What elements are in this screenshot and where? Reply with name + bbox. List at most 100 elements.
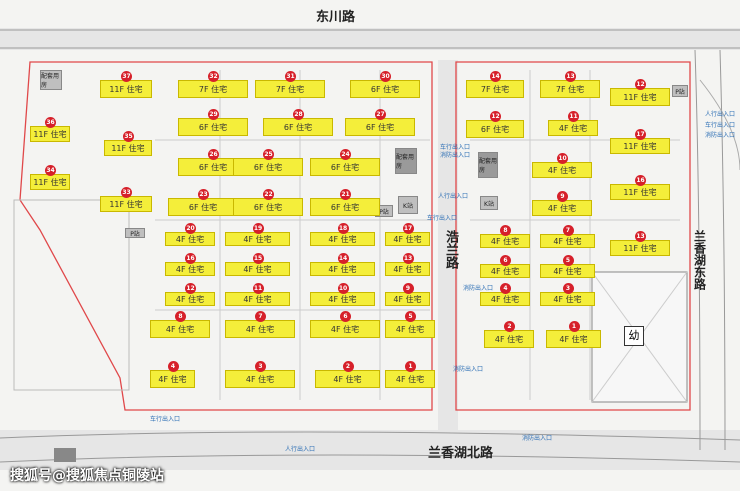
residential-building[interactable]: 7F 住宅	[255, 80, 325, 98]
building-label: 4F 住宅	[393, 294, 422, 304]
residential-building[interactable]: 4F 住宅	[540, 264, 595, 278]
residential-building[interactable]: 11F 住宅	[610, 88, 670, 106]
gate-vehicle-center: 车行出入口	[427, 215, 458, 222]
residential-building[interactable]: 11F 住宅	[30, 174, 70, 190]
residential-building[interactable]: 4F 住宅	[532, 200, 592, 216]
residential-building[interactable]: 7F 住宅	[466, 80, 524, 98]
gate-pedestrian-1: 人行出入口	[438, 193, 469, 200]
building-label: 4F 住宅	[165, 324, 195, 334]
residential-building[interactable]: 4F 住宅	[385, 370, 435, 388]
facility-k-center: K站	[398, 196, 418, 214]
building-number-pin: 37	[121, 71, 132, 82]
residential-building[interactable]: 4F 住宅	[540, 292, 595, 306]
residential-building[interactable]: 6F 住宅	[233, 198, 303, 216]
residential-building[interactable]: 6F 住宅	[350, 80, 420, 98]
building-number-pin: 19	[252, 223, 264, 234]
road-label-south: 兰香湖北路	[428, 446, 494, 461]
building-label: 11F 住宅	[623, 141, 657, 151]
residential-building[interactable]: 4F 住宅	[385, 262, 430, 276]
gate-pedestrian-south: 人行出入口	[285, 446, 316, 453]
building-label: 11F 住宅	[33, 177, 67, 187]
building-label: 4F 住宅	[395, 324, 425, 334]
building-label: 4F 住宅	[245, 324, 275, 334]
residential-building[interactable]: 4F 住宅	[150, 320, 210, 338]
residential-building[interactable]: 6F 住宅	[178, 118, 248, 136]
building-number-pin: 3	[562, 283, 574, 294]
residential-building[interactable]: 4F 住宅	[385, 292, 430, 306]
building-label: 4F 住宅	[393, 234, 422, 244]
residential-building[interactable]: 4F 住宅	[385, 232, 430, 246]
building-label: 11F 住宅	[623, 243, 657, 253]
residential-building[interactable]: 6F 住宅	[310, 198, 380, 216]
residential-building[interactable]: 6F 住宅	[168, 198, 238, 216]
residential-building[interactable]: 4F 住宅	[225, 232, 290, 246]
residential-building[interactable]: 7F 住宅	[540, 80, 600, 98]
residential-building[interactable]: 4F 住宅	[165, 232, 215, 246]
building-label: 4F 住宅	[558, 123, 588, 133]
gate-vehicle-east: 车行出入口	[705, 122, 736, 129]
residential-building[interactable]: 11F 住宅	[100, 196, 152, 212]
building-label: 6F 住宅	[188, 202, 218, 212]
residential-building[interactable]: 6F 住宅	[233, 158, 303, 176]
building-label: 4F 住宅	[547, 165, 577, 175]
building-label: 11F 住宅	[623, 187, 657, 197]
building-number-pin: 4	[167, 361, 179, 372]
residential-building[interactable]: 4F 住宅	[165, 292, 215, 306]
residential-building[interactable]: 6F 住宅	[263, 118, 333, 136]
building-number-pin: 20	[185, 223, 196, 234]
building-label: 6F 住宅	[253, 202, 283, 212]
building-label: 4F 住宅	[330, 324, 360, 334]
residential-building[interactable]: 4F 住宅	[310, 292, 375, 306]
residential-building[interactable]: 4F 住宅	[165, 262, 215, 276]
residential-building[interactable]: 6F 住宅	[466, 120, 524, 138]
building-number-pin: 28	[293, 109, 304, 120]
building-label: 6F 住宅	[283, 122, 313, 132]
building-number-pin: 6	[340, 311, 351, 322]
residential-building[interactable]: 4F 住宅	[225, 292, 290, 306]
residential-building[interactable]: 4F 住宅	[310, 262, 375, 276]
building-label: 6F 住宅	[365, 122, 395, 132]
residential-building[interactable]: 4F 住宅	[546, 330, 601, 348]
residential-building[interactable]: 4F 住宅	[310, 320, 380, 338]
building-label: 4F 住宅	[158, 374, 187, 384]
residential-building[interactable]: 4F 住宅	[480, 264, 530, 278]
residential-building[interactable]: 4F 住宅	[540, 234, 595, 248]
building-label: 6F 住宅	[330, 202, 360, 212]
residential-building[interactable]: 6F 住宅	[345, 118, 415, 136]
residential-building[interactable]: 11F 住宅	[610, 240, 670, 256]
residential-building[interactable]: 4F 住宅	[385, 320, 435, 338]
road-label-east: 兰香湖东路	[692, 230, 707, 290]
residential-building[interactable]: 4F 住宅	[480, 292, 530, 306]
building-label: 7F 住宅	[555, 84, 585, 94]
residential-building[interactable]: 11F 住宅	[100, 80, 152, 98]
building-number-pin: 17	[402, 223, 414, 234]
residential-building[interactable]: 4F 住宅	[225, 320, 295, 338]
building-label: 4F 住宅	[395, 374, 425, 384]
residential-building[interactable]: 11F 住宅	[30, 126, 70, 142]
building-label: 11F 住宅	[623, 92, 657, 102]
building-label: 6F 住宅	[330, 162, 360, 172]
building-label: 4F 住宅	[328, 264, 357, 274]
building-number-pin: 12	[490, 111, 501, 122]
building-number-pin: 23	[198, 189, 209, 200]
residential-building[interactable]: 4F 住宅	[480, 234, 530, 248]
watermark: 搜狐号@搜狐焦点铜陵站	[10, 468, 164, 484]
residential-building[interactable]: 11F 住宅	[610, 138, 670, 154]
residential-building[interactable]: 11F 住宅	[104, 140, 152, 156]
residential-building[interactable]: 6F 住宅	[310, 158, 380, 176]
residential-building[interactable]: 4F 住宅	[548, 120, 598, 136]
road-label-center: 浩兰路	[443, 230, 458, 269]
facility-club-center-east: 配套用房	[478, 152, 498, 178]
residential-building[interactable]: 4F 住宅	[225, 262, 290, 276]
residential-building[interactable]: 4F 住宅	[150, 370, 195, 388]
building-label: 4F 住宅	[553, 266, 582, 276]
residential-building[interactable]: 4F 住宅	[532, 162, 592, 178]
residential-building[interactable]: 4F 住宅	[484, 330, 534, 348]
residential-building[interactable]: 11F 住宅	[610, 184, 670, 200]
residential-building[interactable]: 4F 住宅	[310, 232, 375, 246]
building-label: 4F 住宅	[328, 234, 357, 244]
building-label: 4F 住宅	[494, 334, 524, 344]
residential-building[interactable]: 7F 住宅	[178, 80, 248, 98]
residential-building[interactable]: 4F 住宅	[225, 370, 295, 388]
residential-building[interactable]: 4F 住宅	[315, 370, 380, 388]
